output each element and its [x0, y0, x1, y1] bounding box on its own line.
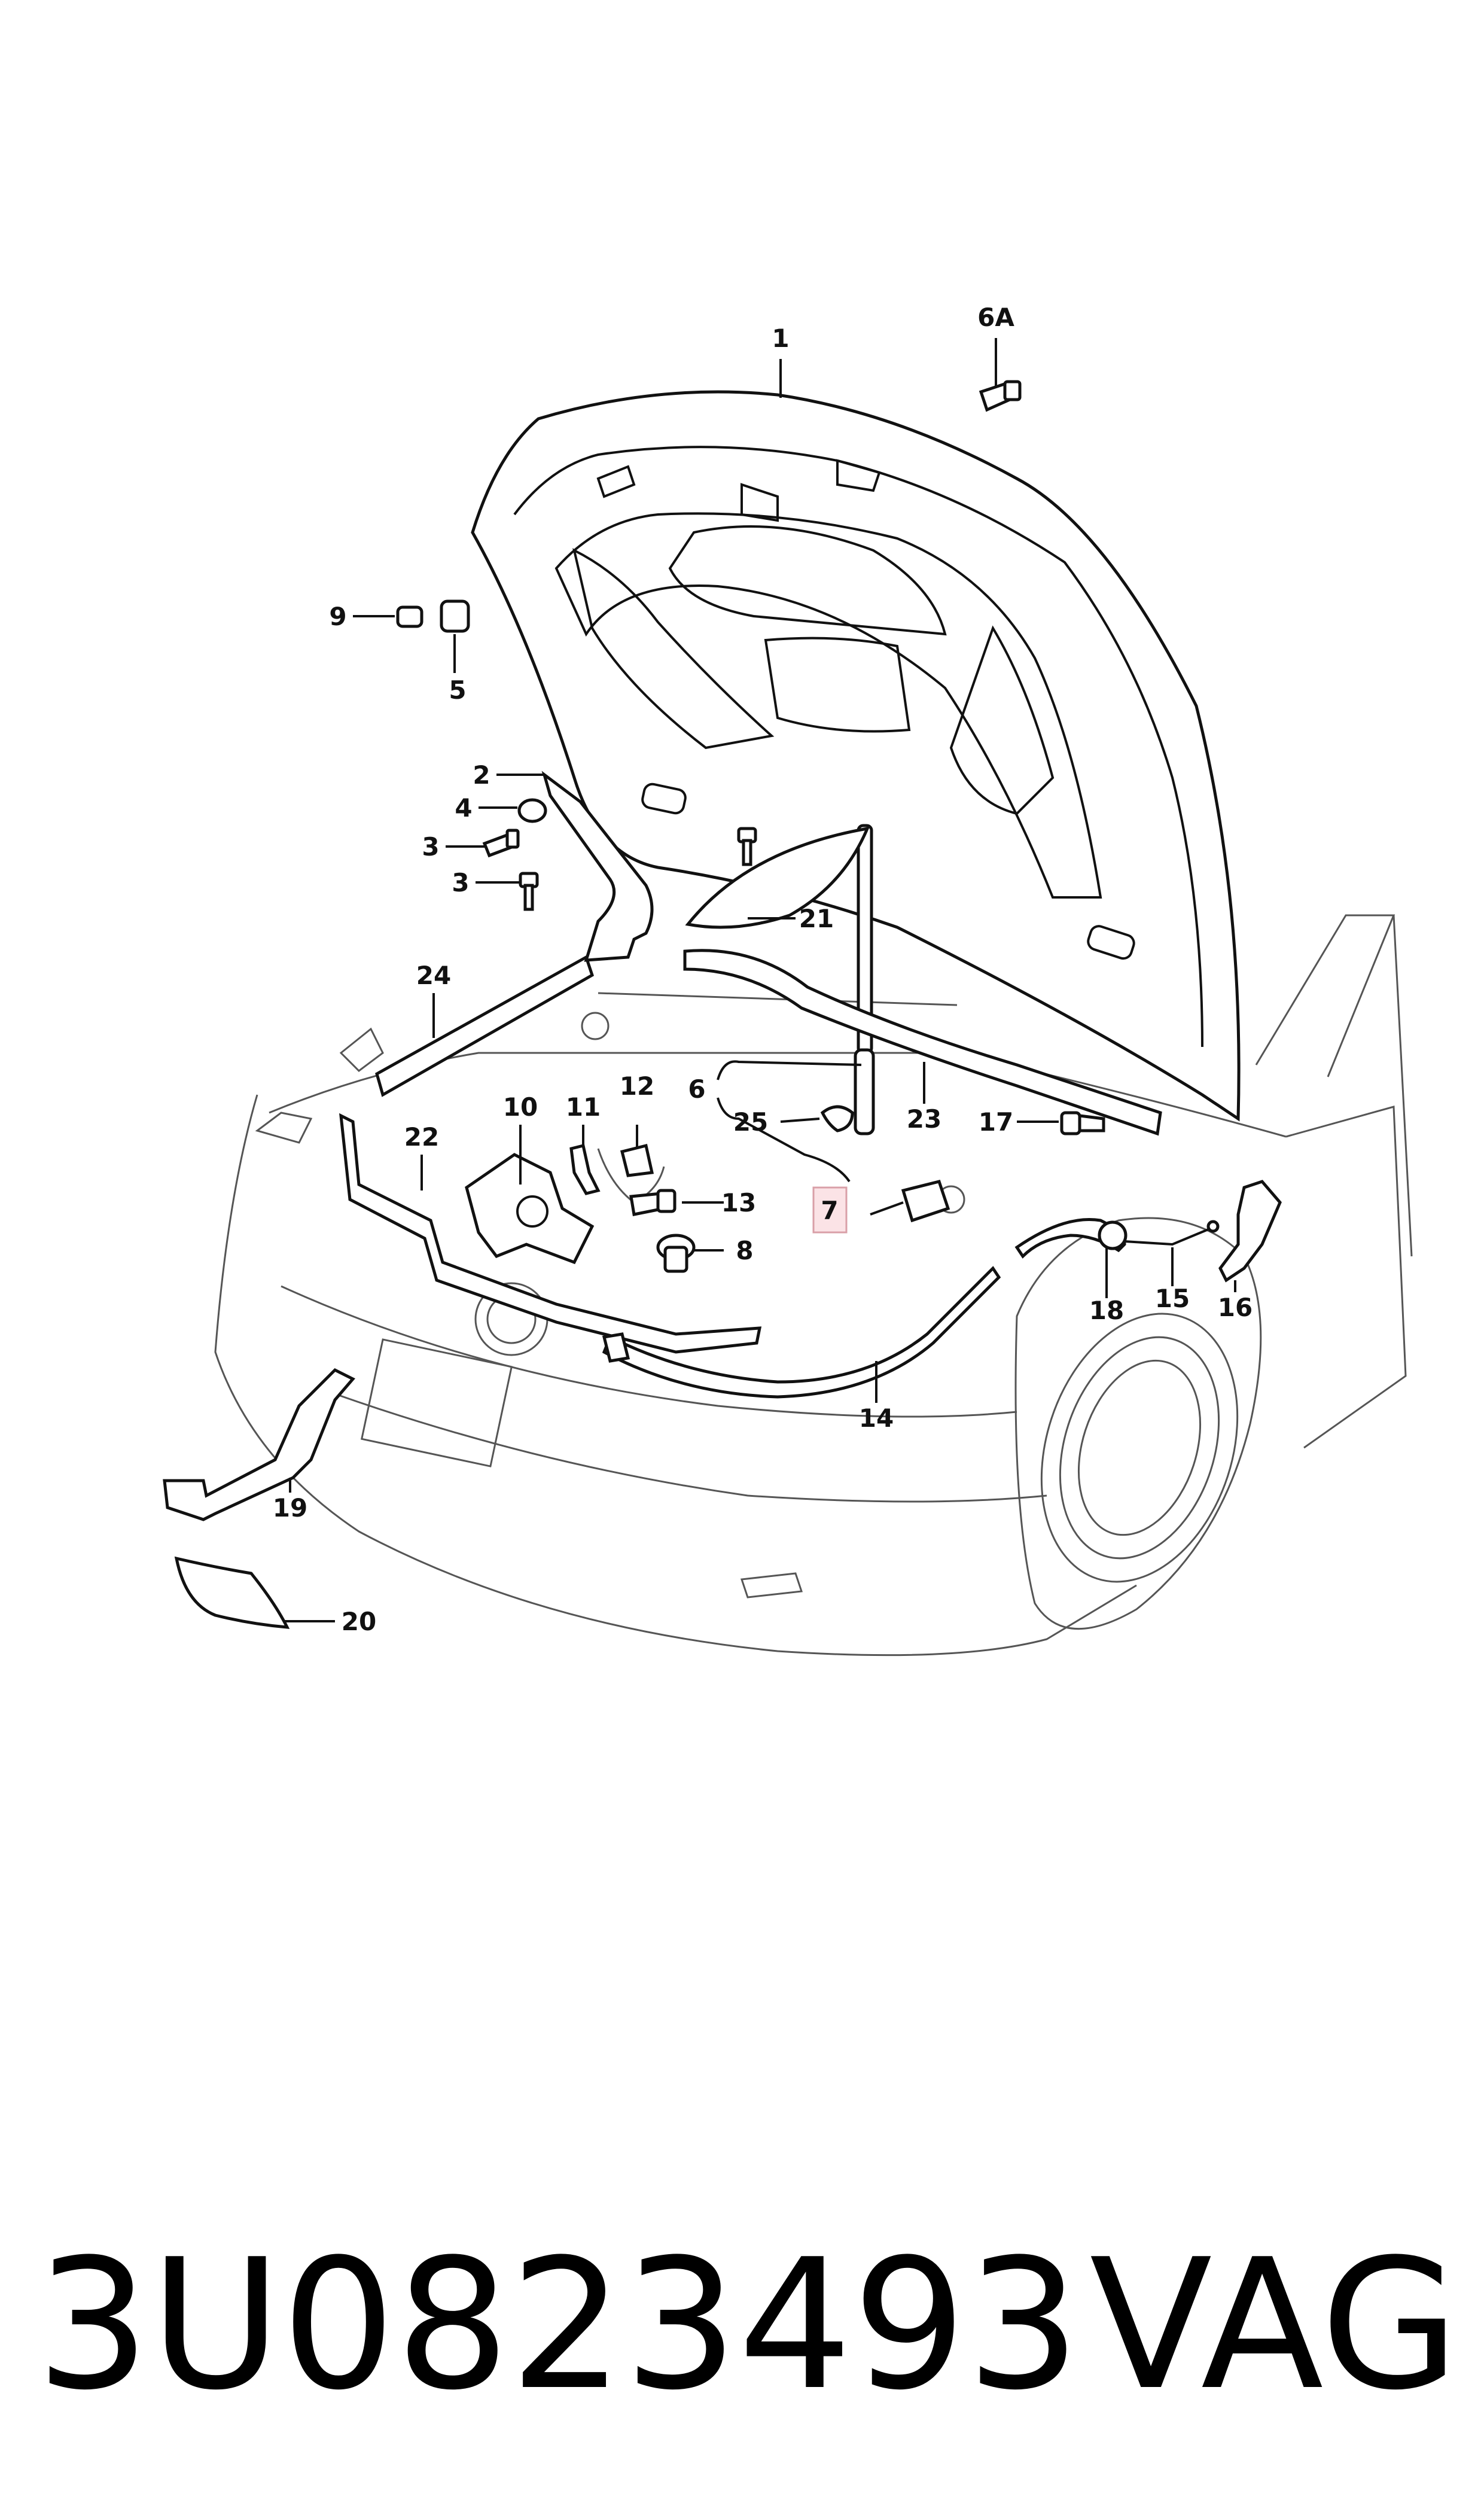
callout-24: 24: [416, 961, 451, 990]
callout-6: 6: [688, 1074, 705, 1104]
callout-4: 4: [455, 793, 472, 823]
callout-3a: 3: [422, 832, 439, 861]
callout-8: 8: [736, 1236, 753, 1265]
callout-labels: 1 6A 9 5 2 4 3 3 21 24 6 25 23 17 10 11 …: [273, 303, 1253, 1636]
callout-7: 7: [821, 1196, 838, 1225]
cable-end-15: [1206, 1220, 1220, 1233]
lock-carrier-22: [339, 1113, 762, 1354]
cable-clip-14: [602, 1332, 630, 1363]
lock-10: [465, 1153, 595, 1265]
cable-18: [1014, 1217, 1126, 1259]
callout-21: 21: [799, 904, 834, 933]
callout-12: 12: [620, 1071, 654, 1101]
callout-13: 13: [721, 1188, 756, 1217]
part-number: 3U0823493: [36, 2221, 1081, 2429]
gas-strut: [854, 824, 875, 1135]
release-lever-16: [1218, 1180, 1282, 1283]
callout-16: 16: [1218, 1293, 1253, 1322]
cable-15: [1124, 1228, 1209, 1246]
callout-20: 20: [342, 1607, 376, 1636]
hood: [471, 390, 1241, 1122]
callout-3b: 3: [452, 868, 469, 897]
callout-22: 22: [404, 1122, 439, 1152]
callout-2: 2: [473, 760, 490, 790]
brand-label: VAG: [1090, 2221, 1459, 2429]
callout-23: 23: [907, 1104, 941, 1134]
callout-25: 25: [733, 1107, 768, 1137]
callout-6a: 6A: [977, 303, 1014, 332]
callout-1: 1: [772, 324, 789, 353]
callout-9: 9: [329, 602, 346, 631]
car-body-outline: [214, 914, 1413, 1657]
callout-14: 14: [859, 1403, 894, 1433]
release-cable-14: [602, 1266, 1001, 1399]
cable-ferrule-18: [1098, 1220, 1128, 1250]
insulation-21: [685, 826, 870, 929]
callout-19: 19: [273, 1493, 307, 1523]
callout-11: 11: [566, 1092, 601, 1122]
callout-7-highlight: [812, 1186, 848, 1234]
leader-lines: [284, 338, 1236, 1622]
callout-15: 15: [1155, 1284, 1190, 1313]
hood-seal-23: [683, 949, 1162, 1136]
callout-5: 5: [449, 675, 466, 705]
seal-24: [375, 955, 595, 1097]
callout-10: 10: [503, 1092, 538, 1122]
callout-17: 17: [979, 1107, 1013, 1137]
lock-spring: [516, 1195, 548, 1228]
hinge-2: [541, 771, 654, 962]
callout-18: 18: [1089, 1296, 1124, 1325]
